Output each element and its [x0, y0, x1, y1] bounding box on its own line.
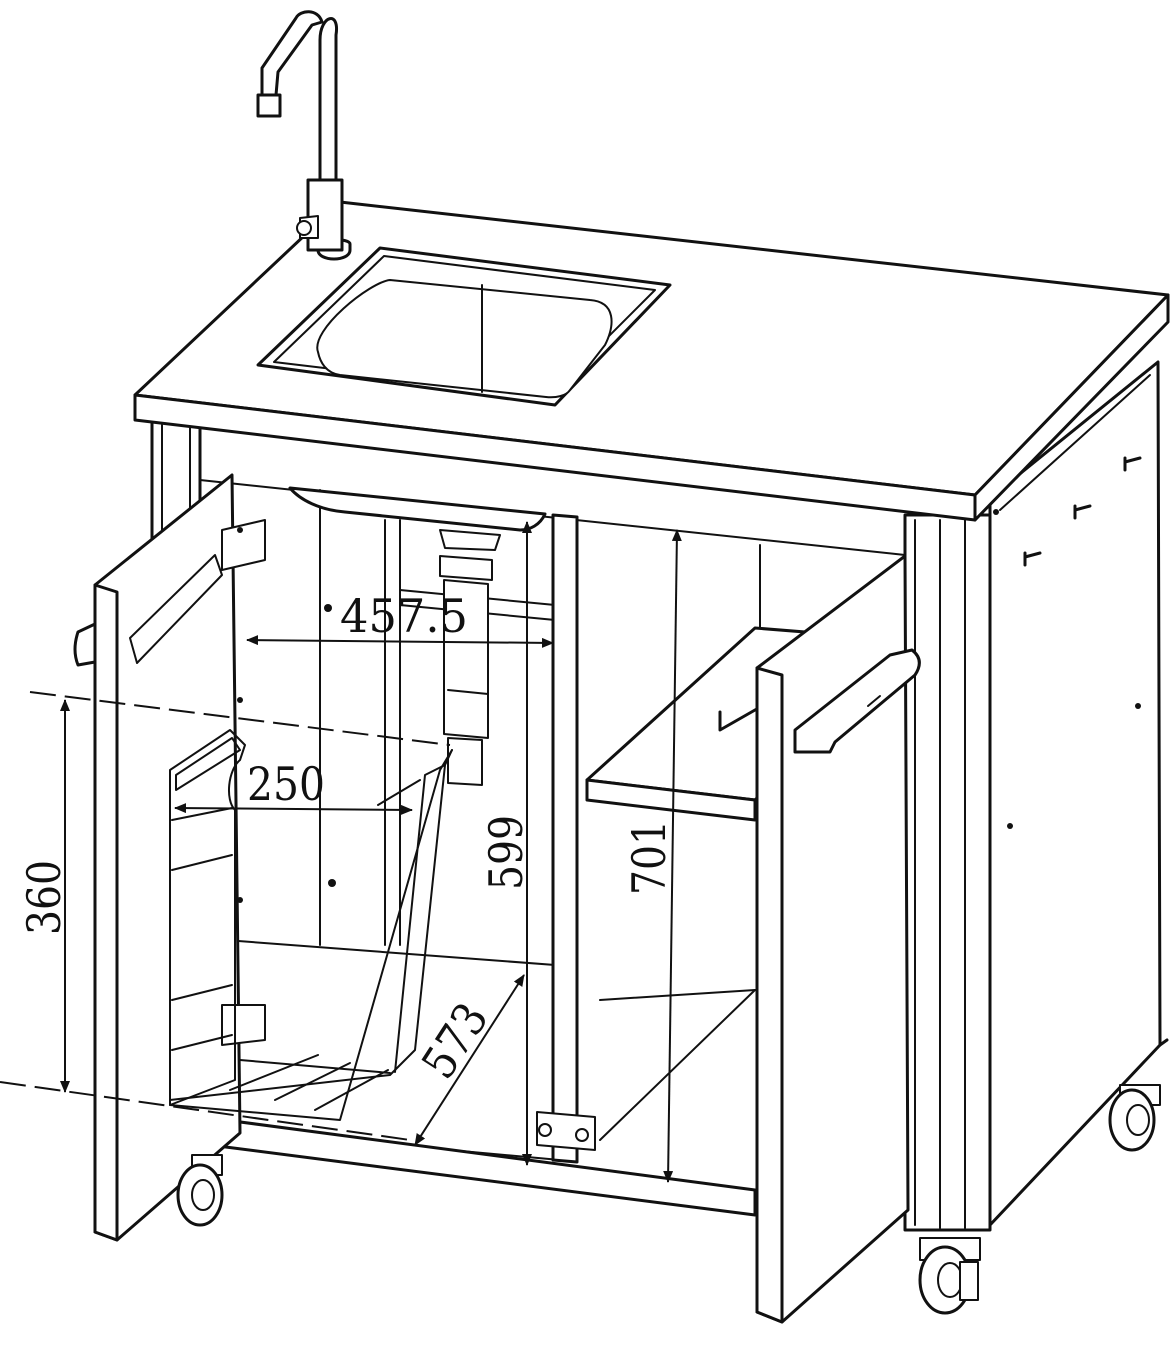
right-door [755, 554, 921, 1324]
dim-label-outer-height: 701 [622, 820, 676, 895]
side-hooks [993, 456, 1142, 829]
dim-label-depth: 573 [411, 993, 499, 1088]
bottom-frame [208, 1116, 757, 1217]
sink-basin [256, 246, 672, 407]
dim-label-inner-height: 599 [479, 815, 533, 890]
faucet [256, 10, 352, 261]
dim-label-width: 457.5 [340, 589, 468, 643]
center-divider [536, 513, 596, 1164]
caster-right-back [1108, 1084, 1161, 1152]
caster-right-front [918, 1237, 981, 1315]
dimension-lines [0, 521, 682, 1183]
dim-label-basket-width: 250 [247, 757, 325, 811]
sink-drain [288, 486, 547, 786]
dim-label-basket-height: 360 [17, 860, 71, 935]
caster-left [176, 1154, 224, 1227]
casters [176, 1084, 1161, 1315]
left-door [73, 473, 266, 1242]
